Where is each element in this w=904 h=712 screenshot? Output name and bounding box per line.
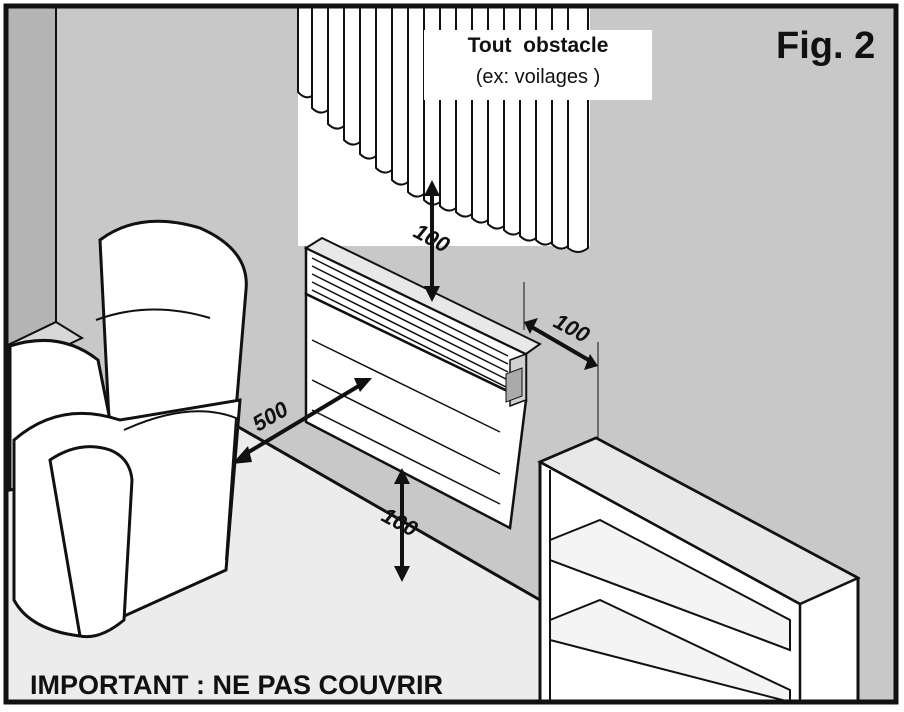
figure-label: Fig. 2 [776,25,875,67]
armchair [8,219,248,639]
obstacle-subtitle: (ex: voilages ) [475,66,601,88]
left-wall [5,5,57,348]
warning-text: IMPORTANT : NE PAS COUVRIR [30,670,443,700]
obstacle-title: Tout obstacle [467,34,609,57]
dimension-arrows [232,180,598,582]
bookshelf [537,436,861,704]
heater [303,236,542,530]
obstacle-label-box [424,30,652,100]
